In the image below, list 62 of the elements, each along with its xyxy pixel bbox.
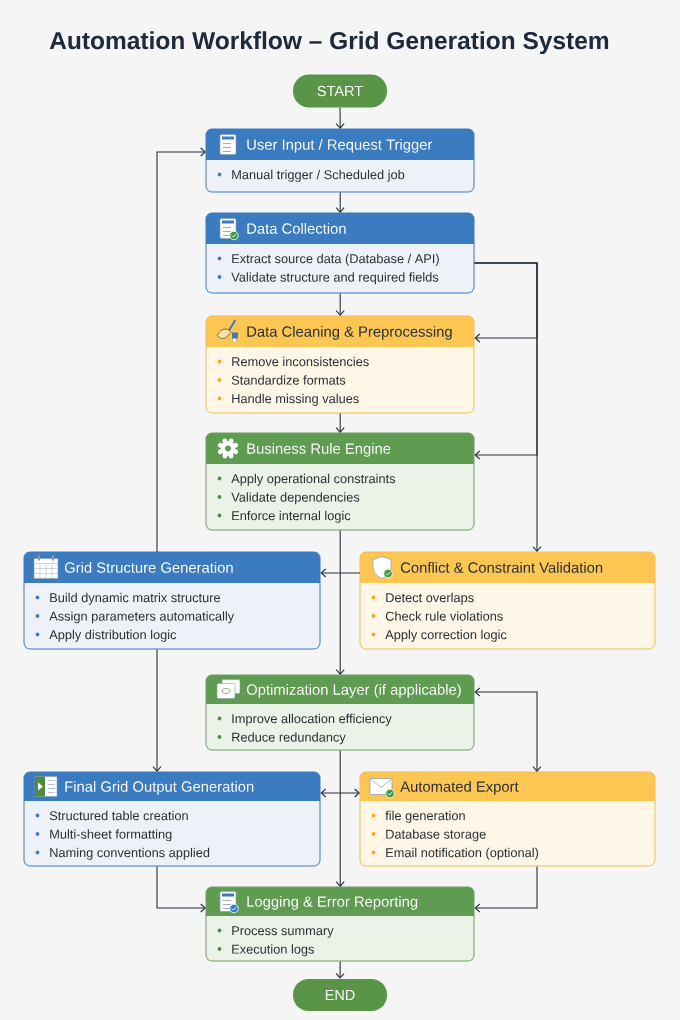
bullet-text: Improve allocation efficiency — [232, 713, 392, 726]
arrow — [156, 147, 206, 553]
arrow — [335, 412, 345, 433]
box-heading: Logging & Error Reporting — [247, 896, 418, 910]
arrow — [320, 568, 361, 578]
box-heading: Final Grid Output Generation — [65, 781, 254, 795]
bullet-text: Extract source data (Database / API) — [232, 253, 439, 266]
process-box — [359, 551, 656, 650]
bullet-text: Multi-sheet formatting — [50, 829, 172, 842]
arrow — [152, 648, 162, 772]
arrow — [335, 191, 345, 213]
double-arrow — [474, 687, 542, 772]
box-heading: Business Rule Engine — [247, 443, 391, 457]
arrow — [335, 107, 345, 129]
bullet-text: Standardize formats — [231, 375, 346, 385]
diagram-title: Automation Workflow – Grid Generation System — [49, 31, 609, 55]
bullet-text: Reduce redundancy — [232, 732, 346, 745]
bullet-text: Process summary — [232, 926, 334, 938]
bullet-text: Manual trigger / Scheduled job — [232, 169, 405, 182]
process-box — [23, 551, 321, 650]
box-heading: Conflict & Constraint Validation — [400, 562, 603, 573]
process-box — [23, 771, 321, 867]
bullet-text: Execution logs — [232, 944, 314, 957]
arrow — [335, 292, 345, 316]
bullet-text: Assign parameters automatically — [49, 611, 235, 624]
box-heading: Data Cleaning & Preprocessing — [247, 326, 452, 340]
bullet-text: Apply correction logic — [385, 629, 507, 642]
bullet-text: Detect overlaps — [386, 592, 474, 605]
bullet-text: Enforce internal logic — [232, 510, 351, 523]
process-box — [205, 674, 475, 751]
bullet-text: Email notification (optional) — [386, 847, 539, 860]
arrow — [473, 262, 542, 552]
bullet-text: Validate structure and required fields — [231, 272, 439, 285]
bullet-text: Naming conventions applied — [50, 847, 210, 860]
bullet-text: Handle missing values — [232, 393, 359, 406]
process-box — [205, 212, 475, 294]
bullet-text: Database storage — [386, 829, 486, 842]
process-box — [205, 128, 475, 193]
process-box — [359, 771, 656, 867]
arrow — [335, 960, 345, 979]
box-heading: User Input / Request Trigger — [247, 139, 433, 153]
bullet-text: Remove inconsistencies — [232, 356, 369, 367]
box-heading: Optimization Layer (if applicable) — [246, 684, 461, 698]
bullet-text: Build dynamic matrix structure — [50, 592, 221, 605]
arrow — [474, 865, 538, 913]
box-heading: Data Collection — [247, 223, 346, 234]
bullet-text: Structured table creation — [49, 810, 188, 821]
process-box — [205, 432, 475, 531]
box-heading: Grid Structure Generation — [64, 562, 233, 573]
bullet-text: Validate dependencies — [231, 492, 360, 505]
bullet-text: Apply operational constraints — [231, 473, 396, 486]
process-box — [205, 886, 475, 962]
arrow — [335, 749, 345, 887]
bullet-text: Check rule violations — [385, 611, 503, 621]
terminal-pill: END — [293, 979, 387, 1011]
bullet-text: Apply distribution logic — [49, 629, 177, 642]
process-box — [205, 315, 475, 414]
bullet-text: file generation — [385, 810, 465, 823]
double-arrow — [320, 788, 360, 798]
box-heading: Automated Export — [400, 781, 519, 795]
arrow — [156, 865, 206, 913]
arrow — [335, 529, 345, 675]
